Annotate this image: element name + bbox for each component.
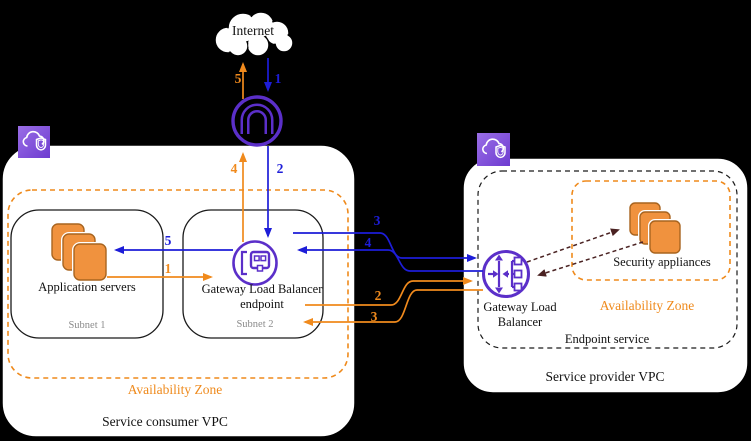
gwlb-label-line1: Gateway Load <box>483 300 557 314</box>
service-provider-vpc-box: Availability Zone Endpoint service Servi… <box>462 157 749 394</box>
step-orange-2: 2 <box>375 288 382 303</box>
gwlb-label-line2: Balancer <box>498 315 543 329</box>
gwlb-to-appliances-link <box>526 228 620 263</box>
subnet1-label: Subnet 1 <box>68 320 105 331</box>
provider-vpc-icon <box>477 133 510 166</box>
internet-label: Internet <box>232 23 274 38</box>
gwlb-endpoint-label-line2: endpoint <box>240 297 284 311</box>
step-blue-1: 1 <box>275 71 282 86</box>
provider-az-label: Availability Zone <box>600 298 695 313</box>
blue-arrow-3 <box>293 232 477 262</box>
subnet2-label: Subnet 2 <box>236 319 273 330</box>
internet-cloud: Internet <box>214 11 294 57</box>
step-blue-4: 4 <box>365 235 372 250</box>
return-flow-arrows <box>107 62 483 326</box>
consumer-vpc-label: Service consumer VPC <box>102 414 228 429</box>
internet-gateway-icon <box>231 95 283 147</box>
application-servers-icon <box>51 223 108 282</box>
security-appliances-label: Security appliances <box>613 255 711 269</box>
provider-availability-zone-box <box>571 180 731 281</box>
subnet1-box: Application servers Subnet 1 <box>10 209 164 339</box>
blue-arrow-4 <box>297 246 483 272</box>
ingress-flow-arrows <box>114 58 483 272</box>
gwlb-endpoint-label-line1: Gateway Load Balancer <box>202 282 324 296</box>
endpoint-service-label: Endpoint service <box>565 332 650 346</box>
gateway-load-balancer-icon <box>482 250 530 298</box>
step-blue-5: 5 <box>165 233 172 248</box>
subnet2-box: Gateway Load Balancer endpoint Subnet 2 <box>182 209 324 339</box>
flow-step-numbers: 1 2 3 4 5 1 2 3 4 5 <box>165 71 382 324</box>
gwlb-endpoint-icon <box>232 240 278 286</box>
step-orange-4: 4 <box>231 161 238 176</box>
provider-vpc-label: Service provider VPC <box>546 369 665 384</box>
consumer-availability-zone-box <box>7 189 349 379</box>
consumer-az-label: Availability Zone <box>128 382 223 397</box>
application-servers-label: Application servers <box>38 280 136 294</box>
step-orange-3: 3 <box>371 309 378 324</box>
orange-arrow-3 <box>303 289 483 326</box>
consumer-vpc-icon <box>18 126 50 158</box>
step-orange-1: 1 <box>165 261 172 276</box>
step-blue-2: 2 <box>277 161 284 176</box>
step-orange-5: 5 <box>235 71 242 86</box>
step-blue-3: 3 <box>374 213 381 228</box>
security-appliances-icon <box>629 202 682 255</box>
orange-arrow-2 <box>305 277 473 306</box>
